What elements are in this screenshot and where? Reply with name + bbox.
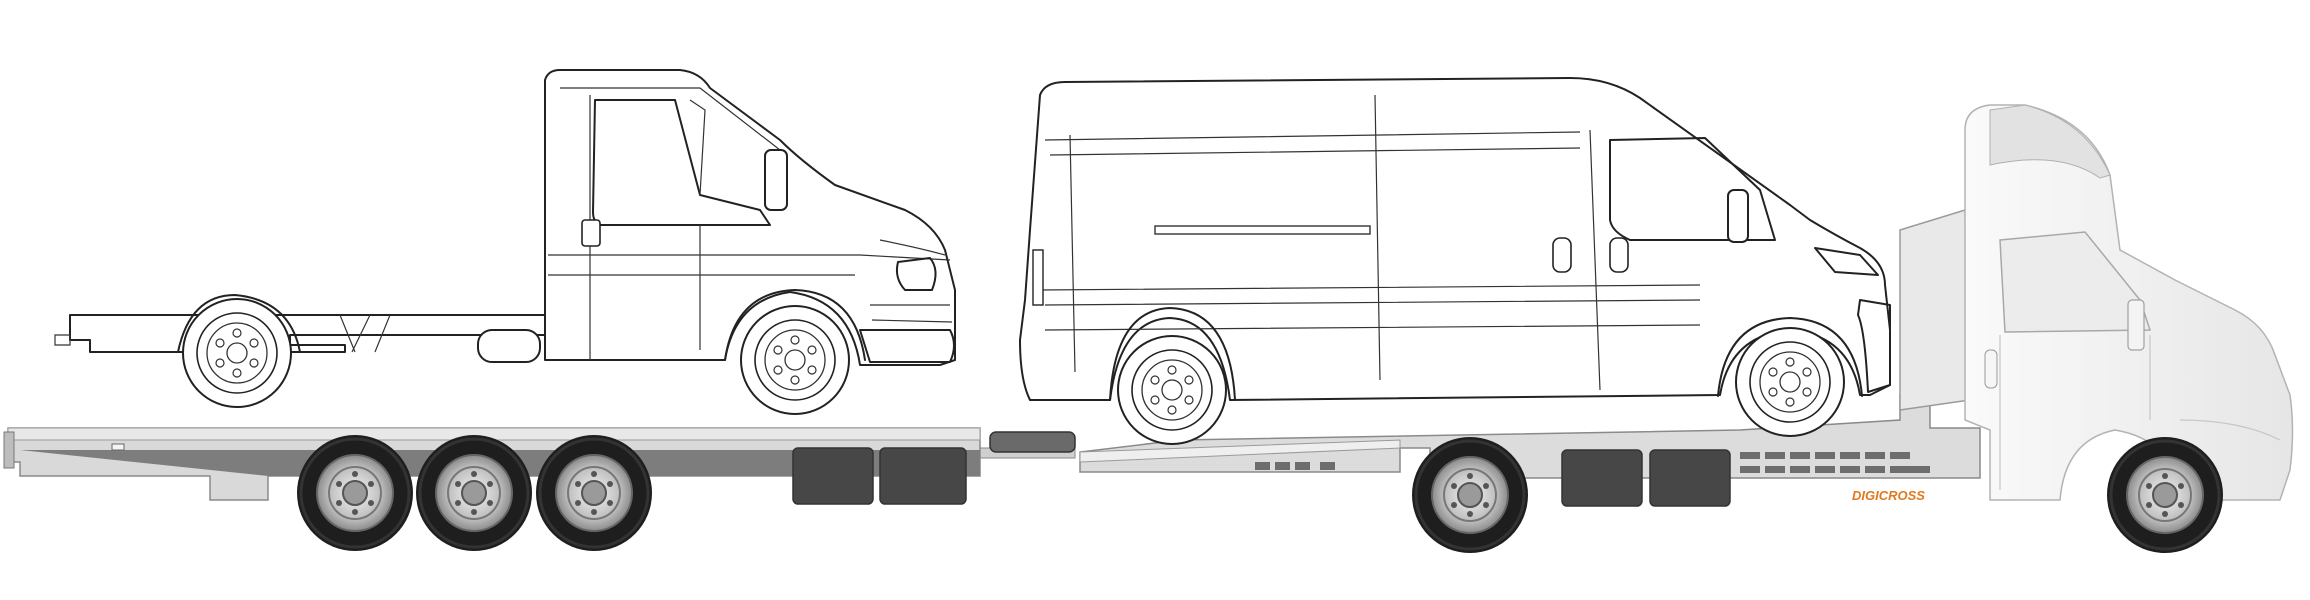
van-tail-light	[1032, 249, 1044, 306]
trailer-mudflap	[792, 447, 874, 505]
truck-bumper	[859, 329, 955, 363]
van-sliding-door-rail	[1154, 225, 1371, 235]
transporter-window	[1999, 231, 2152, 333]
truck-headlamp	[895, 257, 937, 291]
trailer-hitch	[989, 431, 1076, 453]
truck-mirror	[764, 149, 788, 211]
van-mirror	[1727, 189, 1749, 243]
trailer-tail-post	[3, 431, 15, 469]
trailer-marker-light	[111, 443, 125, 451]
transporter-door-handle	[1984, 349, 1998, 389]
trailer-deck-top-strip	[7, 427, 981, 441]
chassis-cab-truck	[54, 69, 956, 415]
van-cab-window	[1609, 137, 1776, 241]
car-transporter-truck: DIGICROSS	[1079, 104, 2294, 555]
chassis-frame	[69, 314, 546, 353]
transporter-wheel	[1410, 435, 1530, 555]
van-wheel	[1735, 327, 1845, 437]
truck-door-handle	[581, 219, 601, 247]
van-wheel	[1117, 335, 1227, 445]
brand-logo: DIGICROSS	[1852, 488, 1925, 503]
transporter-headboard	[1899, 208, 1971, 411]
transporter-subframe	[1255, 452, 1930, 473]
trailer-wheel	[295, 433, 415, 553]
trailer-wheel	[534, 433, 654, 553]
truck-wheel	[740, 305, 850, 415]
van-door-handle	[1609, 237, 1629, 273]
transporter-mirror	[2127, 299, 2145, 351]
trailer-wheel	[414, 433, 534, 553]
transporter-roof-spoiler	[1989, 104, 2111, 179]
trailer-mudflap	[879, 447, 967, 505]
van-door-handle	[1552, 237, 1572, 273]
panel-van	[1019, 77, 1891, 445]
transporter-wheel	[2105, 435, 2225, 555]
transporter-mudflap	[1649, 449, 1731, 507]
van-bumper	[1857, 299, 1891, 393]
flatbed-trailer	[3, 427, 1076, 553]
truck-cab	[544, 69, 956, 366]
van-headlamp	[1814, 247, 1879, 276]
fuel-tank	[477, 329, 541, 363]
truck-door-window	[592, 99, 771, 226]
transporter-mudflap	[1561, 449, 1643, 507]
truck-wheel	[182, 298, 292, 408]
